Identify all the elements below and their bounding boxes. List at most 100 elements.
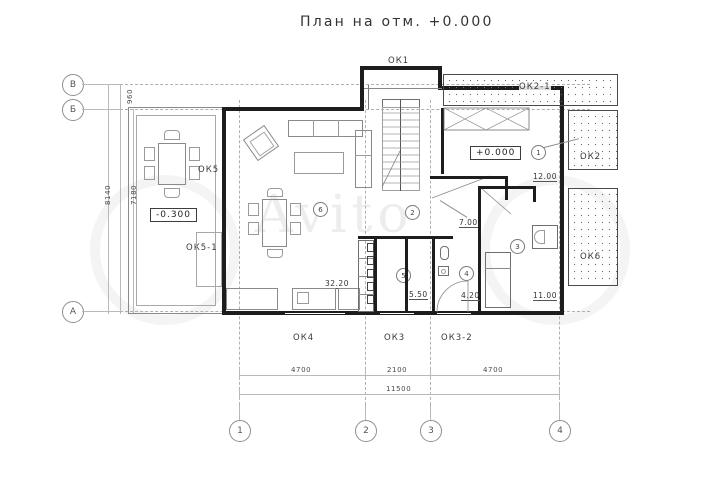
staircase-flight: [382, 107, 420, 191]
interior-chair-r1: [290, 203, 301, 216]
room-area-4: 4.20: [461, 291, 480, 301]
interior-chair-r2: [290, 222, 301, 235]
dim-tick-1: [239, 370, 240, 380]
axis-line-v0: [82, 84, 120, 85]
window-ok1-glass: [364, 88, 442, 89]
door-niche-3: [367, 269, 374, 278]
axis-line-h3: [559, 405, 560, 420]
left-terrace-inner: [136, 115, 216, 306]
wall-bath-west: [432, 236, 435, 314]
wall-west: [222, 107, 226, 315]
wall-entry-inner: [430, 176, 508, 179]
bedroom-door-swing: [480, 187, 512, 215]
room-area-3: 11.00: [533, 291, 557, 301]
interior-dining-table: [262, 199, 287, 247]
dim-total-11500: 11500: [386, 385, 412, 393]
door-niche-4: [367, 282, 374, 291]
door-niche-5: [367, 295, 374, 304]
interior-chair-bottom: [267, 249, 283, 258]
terrace-chair-l2: [144, 166, 155, 180]
room-area-2: 7.00: [459, 218, 478, 228]
axis-bubble-h-1: 2: [355, 420, 377, 442]
stair-treads: [381, 112, 420, 188]
axis-line-h1: [365, 405, 366, 420]
window-label-ok2-1: ОК2-1: [519, 82, 551, 92]
wall-north-left: [222, 107, 360, 111]
window-label-ok5-1: ОК5-1: [186, 243, 218, 253]
wall-entry-right: [438, 66, 442, 90]
axis-bubble-h-0: 1: [229, 420, 251, 442]
unit-shelf-1: [358, 258, 374, 259]
grid-dash-3: [430, 100, 431, 405]
terrace-chair-r1: [189, 147, 200, 161]
window-ok3-opening: [380, 313, 414, 314]
elevation-marker-terrace: -0.300: [150, 208, 198, 222]
dim-vertical-960: 960: [126, 88, 134, 104]
wall-kitchen-partition: [374, 236, 377, 314]
window-label-ok3: ОК3: [384, 333, 406, 343]
dim-tick-4: [559, 370, 560, 380]
kitchen-counter-left: [226, 288, 278, 310]
dim-4700-right: 4700: [483, 366, 504, 374]
dim-line-inner-v: [133, 109, 134, 314]
wall-entry-top: [360, 66, 442, 70]
window-label-ok6: ОК6: [580, 252, 602, 262]
dim-vertical-8140: 8140: [104, 184, 112, 205]
room-number-2: 2: [405, 205, 420, 220]
axis-dash-v0: [120, 84, 590, 85]
door-niche-1: [367, 243, 374, 252]
grid-dash-4: [559, 100, 560, 405]
grid-dash-2: [365, 100, 366, 405]
watermark-ring: [90, 175, 240, 325]
interior-chair-top: [267, 188, 283, 197]
room-area-5: 5.50: [409, 290, 428, 300]
bed: [485, 252, 511, 308]
dim-line-outer-v: [120, 84, 121, 314]
unit-shelf-3: [358, 294, 374, 295]
wall-bedroom-north: [481, 186, 533, 189]
dim-line-outer-v2: [108, 84, 109, 314]
sofa-vertical: [355, 130, 372, 188]
room-number-4: 4: [459, 266, 474, 281]
window-ok3-2-opening: [437, 313, 471, 314]
toilet-fixture: [440, 246, 449, 260]
watermark-ring-2: [480, 175, 630, 325]
window-label-ok5: ОК5: [198, 165, 220, 175]
bedroom-chair: [534, 230, 545, 244]
entry-canopy-hatch: [443, 107, 530, 131]
axis-line-h0: [239, 405, 240, 420]
wall-kitchen-head: [358, 236, 408, 239]
dim-4700-left: 4700: [291, 366, 312, 374]
axis-bubble-v-0: В: [62, 74, 84, 96]
axis-bubble-h-2: 3: [420, 420, 442, 442]
room-area-6: 32.20: [325, 279, 349, 289]
sink-fixture: [438, 266, 449, 276]
stair-stringer: [400, 99, 401, 191]
sofa-seam-3: [355, 155, 372, 156]
interior-chair-l2: [248, 222, 259, 235]
axis-line-v2: [82, 311, 120, 312]
wall-bedroom-nook: [533, 186, 536, 202]
sofa-seam-1: [313, 120, 314, 137]
door-niche-2: [367, 256, 374, 265]
terrace-step-block: [196, 232, 222, 287]
axis-bubble-v-1: Б: [62, 99, 84, 121]
room-number-6: 6: [313, 202, 328, 217]
grid-dash-1: [239, 100, 240, 405]
dim-tick-t1: [239, 389, 240, 399]
window-ok4-opening: [285, 313, 345, 314]
terrace-hatch-right-lower: [568, 188, 618, 286]
page-title: План на отм. +0.000: [300, 14, 494, 30]
axis-bubble-v-2: А: [62, 301, 84, 323]
interior-chair-l1: [248, 203, 259, 216]
room-number-5: 5: [396, 268, 411, 283]
dim-tick-t4: [559, 389, 560, 399]
wall-east: [560, 107, 564, 315]
kitchen-hob: [297, 292, 309, 304]
dim-2100: 2100: [387, 366, 408, 374]
axis-line-h2: [430, 405, 431, 420]
window-label-ok1: ОК1: [388, 56, 410, 66]
bath-door-swing: [436, 280, 469, 313]
sofa-seam-2: [338, 120, 339, 137]
